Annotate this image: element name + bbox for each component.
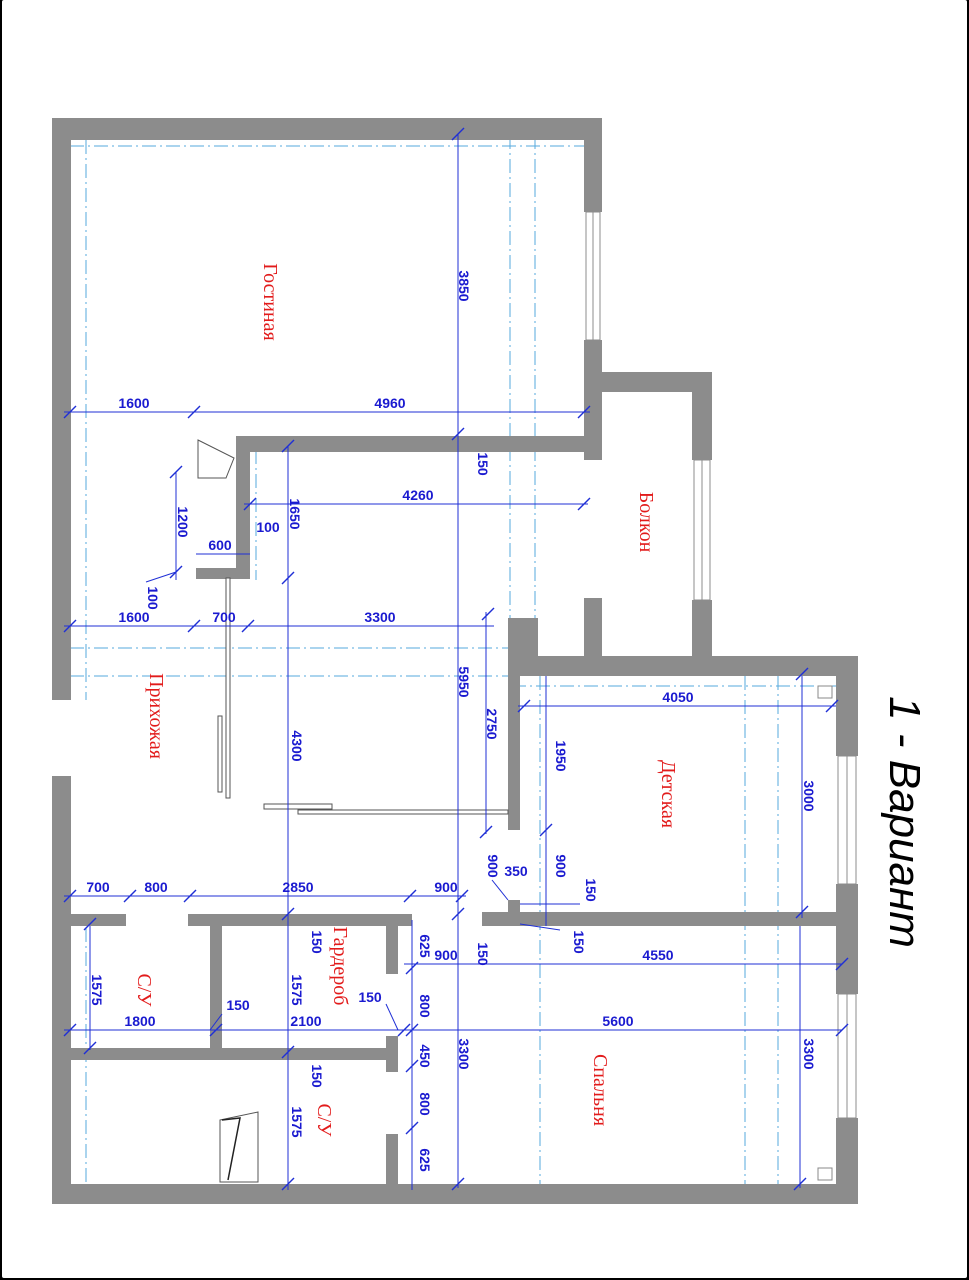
dim-700-b: 700 (86, 879, 110, 895)
dim-100-a: 100 (256, 519, 280, 535)
room-hall: Прихожая (145, 673, 167, 759)
dim-100-b: 100 (145, 586, 161, 610)
dim-1650: 1650 (287, 498, 303, 529)
dim-150-b: 150 (583, 878, 599, 902)
dim-150-e: 150 (475, 942, 491, 966)
room-balcony: Болкон (635, 492, 657, 553)
walls (52, 118, 858, 1204)
dim-350: 350 (504, 863, 528, 879)
dim-1800: 1800 (124, 1013, 155, 1029)
dim-150-c: 150 (571, 930, 587, 954)
room-labels: Гостиная Болкон Прихожая Детская Гардеро… (133, 263, 679, 1137)
dim-3300-b: 3300 (456, 1038, 472, 1069)
axis-lines (70, 135, 836, 1188)
dim-900-b: 900 (553, 854, 569, 878)
dim-1575-b: 1575 (289, 974, 305, 1005)
room-wardrobe: Гардероб (329, 927, 351, 1006)
fixtures (197, 439, 833, 1183)
dim-900-a: 900 (485, 854, 501, 878)
room-bath-1: С/У (133, 973, 155, 1007)
dim-800-b: 800 (417, 994, 433, 1018)
window-kids (837, 755, 857, 885)
dimension-lines (63, 127, 849, 1191)
dim-1200: 1200 (175, 506, 191, 537)
room-bedroom: Спальня (589, 1054, 611, 1126)
dim-150-h: 150 (309, 1064, 325, 1088)
dim-4050: 4050 (662, 689, 693, 705)
dim-900-c: 900 (434, 879, 458, 895)
window-bedroom (837, 993, 857, 1119)
dim-5950: 5950 (456, 666, 472, 697)
dim-700-a: 700 (212, 609, 236, 625)
duct-living (197, 439, 235, 479)
dim-3300-c: 3300 (801, 1038, 817, 1069)
dimension-labels: 3850 1600 4960 150 4260 1650 1200 100 60… (86, 270, 817, 1171)
dim-3000: 3000 (801, 780, 817, 811)
dim-1950: 1950 (553, 740, 569, 771)
dim-150-f: 150 (226, 997, 250, 1013)
dim-450: 450 (417, 1044, 433, 1068)
dim-625-a: 625 (417, 934, 433, 958)
room-kids: Детская (657, 760, 679, 828)
dim-150-g: 150 (358, 989, 382, 1005)
dim-800-c: 800 (417, 1092, 433, 1116)
dim-4300: 4300 (289, 730, 305, 761)
dim-1575-c: 1575 (289, 1106, 305, 1137)
dim-4960: 4960 (374, 395, 405, 411)
dim-600: 600 (208, 537, 232, 553)
dim-3300-a: 3300 (364, 609, 395, 625)
dim-4550: 4550 (642, 947, 673, 963)
dim-5600: 5600 (602, 1013, 633, 1029)
dim-900-d: 900 (434, 947, 458, 963)
dim-3850: 3850 (456, 270, 472, 301)
dim-1600-top: 1600 (118, 395, 149, 411)
dim-2850: 2850 (282, 879, 313, 895)
dim-625-b: 625 (417, 1148, 433, 1172)
room-bath-2: С/У (313, 1103, 335, 1137)
plan-title: 1 - Вариант (880, 696, 929, 948)
dim-1575-a: 1575 (89, 974, 105, 1005)
dim-2750: 2750 (484, 708, 500, 739)
window-balcony (693, 459, 711, 601)
windows (585, 211, 857, 1119)
dim-150-d: 150 (309, 930, 325, 954)
dim-150-a: 150 (475, 452, 491, 476)
dim-800-a: 800 (144, 879, 168, 895)
dim-1600-mid: 1600 (118, 609, 149, 625)
dim-2100: 2100 (290, 1013, 321, 1029)
duct-bath (219, 1111, 259, 1183)
room-living: Гостиная (259, 263, 281, 340)
window-living (585, 211, 601, 341)
dim-4260: 4260 (402, 487, 433, 503)
